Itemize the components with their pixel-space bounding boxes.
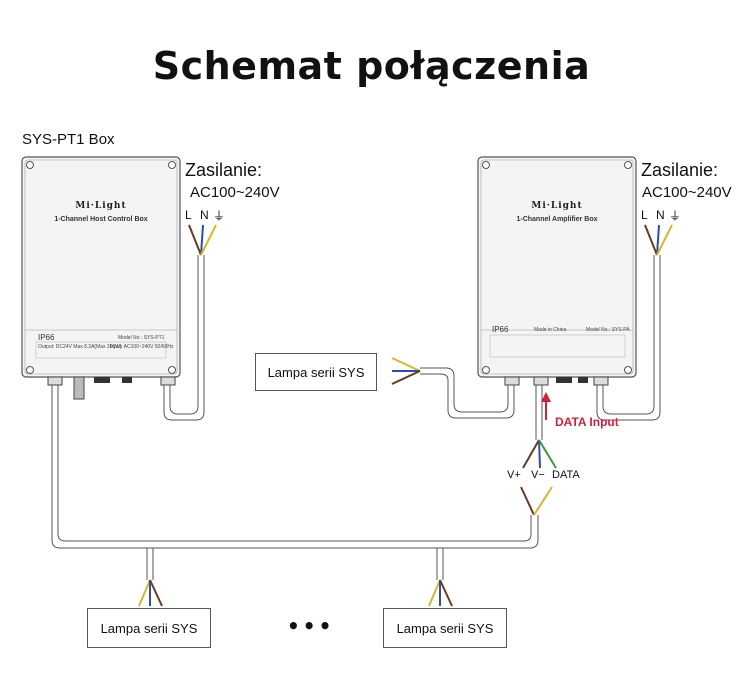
- right-ground-icon: ⏚: [669, 209, 682, 223]
- lamp-box-bottom-left: Lampa serii SYS: [87, 608, 211, 648]
- left-power-wires: [188, 224, 217, 256]
- left-box-spec-2: Input: AC100~240V 50/60Hz: [110, 344, 174, 350]
- right-power-voltage: AC100~240V: [642, 184, 732, 201]
- data-connector-lower-wires: [520, 486, 553, 516]
- right-power-title: Zasilanie:: [641, 160, 719, 180]
- right-power-l-label: L: [641, 208, 648, 222]
- right-power-wires: [644, 224, 673, 256]
- left-box-spec-1: Output: DC24V Max 8.3A(Max 200W): [38, 344, 122, 350]
- left-power-title: Zasilanie:: [185, 160, 263, 180]
- vplus-label: V+: [507, 469, 521, 481]
- vminus-label: V−: [531, 469, 545, 481]
- right-box-brand: Mi·Light: [531, 201, 583, 211]
- data-label: DATA: [552, 469, 580, 481]
- left-box-label: SYS-PT1 Box: [22, 131, 115, 148]
- ellipsis: •••: [287, 614, 335, 638]
- right-box-model: 1-Channel Amplifier Box: [516, 216, 598, 223]
- top-lamp-wires: [391, 357, 421, 385]
- left-box-model: 1-Channel Host Control Box: [54, 216, 148, 223]
- left-control-box: [21, 156, 181, 400]
- left-power-n-label: N: [200, 208, 209, 222]
- bottom-right-lamp-wires: [428, 579, 453, 607]
- data-input-arrow: [541, 392, 551, 420]
- lamp-box-top: Lampa serii SYS: [255, 353, 377, 391]
- left-box-ip-rating: IP66: [38, 333, 55, 342]
- left-box-brand: Mi·Light: [75, 201, 127, 211]
- right-box-made-in: Made in China: [534, 327, 567, 333]
- data-input-label: DATA Input: [555, 415, 619, 429]
- left-ground-icon: ⏚: [213, 209, 226, 223]
- right-amplifier-box: [477, 156, 637, 386]
- left-box-model-number: Model No.: SYS-PT1: [118, 335, 165, 341]
- cables: [51, 255, 661, 580]
- right-box-ip-rating: IP66: [492, 325, 509, 334]
- data-connector-upper-wires: [522, 439, 557, 469]
- left-power-l-label: L: [185, 208, 192, 222]
- diagram-title: Schemat połączenia: [152, 44, 591, 88]
- lamp-box-bottom-right: Lampa serii SYS: [383, 608, 507, 648]
- right-power-n-label: N: [656, 208, 665, 222]
- left-power-voltage: AC100~240V: [190, 184, 280, 201]
- right-box-model-number: Model No.: SYS-PA: [586, 327, 630, 333]
- bottom-left-lamp-wires: [138, 579, 163, 607]
